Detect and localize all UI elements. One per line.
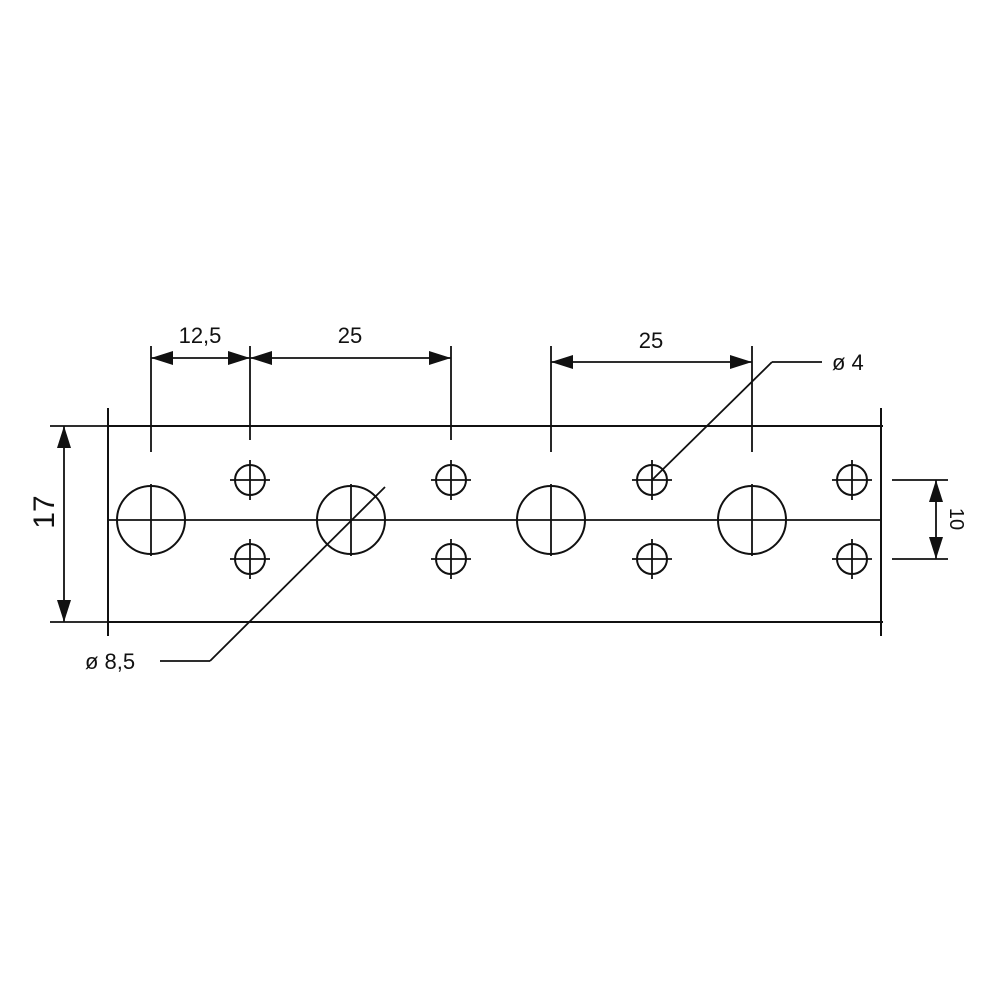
extension-lines (150, 346, 753, 452)
dimension-label-17: 17 (28, 495, 61, 528)
dimension-10: 10 (892, 479, 967, 560)
small-hole (431, 460, 471, 500)
large-hole (516, 484, 586, 556)
dimension-label-25-left: 25 (338, 323, 362, 348)
dimension-25-left: 25 (250, 323, 451, 365)
small-hole (230, 460, 270, 500)
small-hole (230, 539, 270, 579)
dimension-17: 17 (28, 425, 108, 623)
callout-large-hole-diameter: ø 8,5 (85, 649, 135, 674)
strip-outline (107, 408, 883, 636)
dimension-12-5: 12,5 (151, 323, 250, 365)
large-hole (717, 484, 787, 556)
small-hole (832, 460, 872, 500)
dimension-label-25-right: 25 (639, 328, 663, 353)
large-holes (116, 484, 787, 556)
small-hole (632, 539, 672, 579)
dimension-label-10: 10 (945, 508, 967, 530)
small-hole (431, 539, 471, 579)
leader-large-hole: ø 8,5 (85, 486, 386, 674)
leader-small-hole: ø 4 (651, 350, 864, 481)
callout-small-hole-diameter: ø 4 (832, 350, 864, 375)
large-hole (116, 484, 186, 556)
small-hole (832, 539, 872, 579)
dimension-25-right: 25 (551, 328, 752, 369)
dimension-label-12-5: 12,5 (179, 323, 222, 348)
